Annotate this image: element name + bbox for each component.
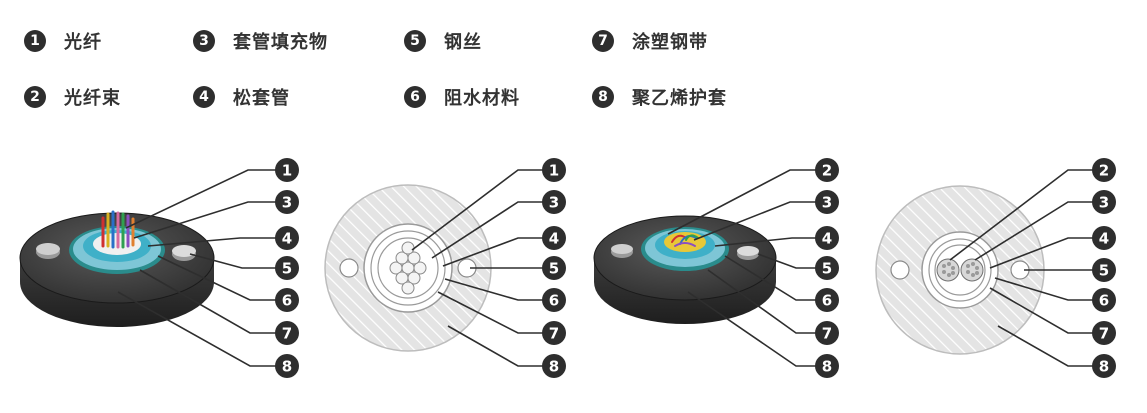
legend-item-steel-wire: 5 钢丝 <box>404 26 482 56</box>
svg-text:4: 4 <box>549 230 559 248</box>
legend-label: 涂塑钢带 <box>632 32 708 53</box>
legend-label: 光纤 <box>64 32 102 53</box>
svg-text:4: 4 <box>282 230 292 248</box>
callout-badge: 7 <box>815 321 839 345</box>
legend-number-badge: 2 <box>24 86 46 108</box>
legend-number-badge: 5 <box>404 30 426 52</box>
svg-text:6: 6 <box>549 292 559 310</box>
svg-text:6: 6 <box>1099 292 1109 310</box>
svg-text:8: 8 <box>1099 358 1109 376</box>
legend-number-badge: 8 <box>592 86 614 108</box>
svg-text:4: 4 <box>1099 230 1109 248</box>
legend-item-tube-filler: 3 套管填充物 <box>193 26 328 56</box>
callout-badge: 2 <box>1092 158 1116 182</box>
callout-badge: 6 <box>542 288 566 312</box>
callouts-2: 1 3 4 5 6 7 8 <box>542 158 566 378</box>
svg-text:1: 1 <box>549 162 559 180</box>
callout-badge: 8 <box>815 354 839 378</box>
callouts-1: 1 3 4 5 6 7 8 <box>275 158 299 378</box>
svg-text:8: 8 <box>549 358 559 376</box>
callout-badge: 3 <box>542 190 566 214</box>
leader-lines-4 <box>949 169 1103 367</box>
callout-badge: 6 <box>815 288 839 312</box>
callout-badge: 5 <box>815 256 839 280</box>
callout-badge: 3 <box>815 190 839 214</box>
callout-badge: 5 <box>275 256 299 280</box>
callout-badge: 4 <box>815 226 839 250</box>
svg-text:8: 8 <box>822 358 832 376</box>
legend-number-badge: 3 <box>193 30 215 52</box>
svg-text:1: 1 <box>282 162 292 180</box>
callout-badge: 5 <box>542 256 566 280</box>
legend-label: 阻水材料 <box>444 88 520 109</box>
legend-label: 光纤束 <box>64 88 121 109</box>
svg-text:7: 7 <box>549 325 559 343</box>
svg-text:3: 3 <box>282 194 292 212</box>
callout-badge: 7 <box>275 321 299 345</box>
svg-text:7: 7 <box>282 325 292 343</box>
callouts-3: 2 3 4 5 6 7 8 <box>815 158 839 378</box>
svg-text:5: 5 <box>822 260 832 278</box>
callout-badge: 8 <box>542 354 566 378</box>
callout-badge: 2 <box>815 158 839 182</box>
leader-lines-1 <box>117 169 286 367</box>
legend-item-fiber-bundle: 2 光纤束 <box>24 82 121 112</box>
callout-badge: 4 <box>542 226 566 250</box>
cable-cross-section-2 <box>875 185 1045 355</box>
callout-badge: 5 <box>1092 258 1116 282</box>
callout-badge: 3 <box>1092 190 1116 214</box>
legend-item-coated-steel-tape: 7 涂塑钢带 <box>592 26 708 56</box>
legend-label: 套管填充物 <box>233 32 328 53</box>
svg-text:5: 5 <box>549 260 559 278</box>
legend-label: 松套管 <box>233 88 290 109</box>
legend: 1 光纤 3 套管填充物 5 钢丝 7 涂塑钢带 2 光纤束 4 松套管 6 阻… <box>0 0 1147 130</box>
svg-text:2: 2 <box>822 162 832 180</box>
callout-badge: 1 <box>275 158 299 182</box>
svg-text:3: 3 <box>1099 194 1109 212</box>
callout-badge: 1 <box>542 158 566 182</box>
svg-text:3: 3 <box>549 194 559 212</box>
legend-item-fiber: 1 光纤 <box>24 26 102 56</box>
legend-label: 钢丝 <box>444 32 482 53</box>
legend-item-pe-sheath: 8 聚乙烯护套 <box>592 82 727 112</box>
callout-badge: 7 <box>1092 321 1116 345</box>
legend-number-badge: 6 <box>404 86 426 108</box>
leader-lines-2 <box>411 169 553 367</box>
callouts-4: 2 3 4 5 6 7 8 <box>1092 158 1116 378</box>
callout-badge: 8 <box>1092 354 1116 378</box>
callout-badge: 4 <box>1092 226 1116 250</box>
svg-text:6: 6 <box>282 292 292 310</box>
svg-text:4: 4 <box>822 230 832 248</box>
svg-text:2: 2 <box>1099 162 1109 180</box>
svg-text:7: 7 <box>1099 325 1109 343</box>
callout-badge: 6 <box>275 288 299 312</box>
callout-badge: 7 <box>542 321 566 345</box>
svg-text:6: 6 <box>822 292 832 310</box>
cable-3d-view-1 <box>19 210 215 327</box>
cable-3d-view-2 <box>593 215 777 324</box>
legend-number-badge: 4 <box>193 86 215 108</box>
legend-number-badge: 1 <box>24 30 46 52</box>
callout-badge: 4 <box>275 226 299 250</box>
legend-label: 聚乙烯护套 <box>632 88 727 109</box>
svg-text:5: 5 <box>282 260 292 278</box>
svg-text:5: 5 <box>1099 262 1109 280</box>
callout-badge: 8 <box>275 354 299 378</box>
legend-item-water-blocking: 6 阻水材料 <box>404 82 520 112</box>
svg-text:8: 8 <box>282 358 292 376</box>
svg-text:3: 3 <box>822 194 832 212</box>
callout-badge: 3 <box>275 190 299 214</box>
svg-text:7: 7 <box>822 325 832 343</box>
legend-number-badge: 7 <box>592 30 614 52</box>
legend-item-loose-tube: 4 松套管 <box>193 82 290 112</box>
callout-badge: 6 <box>1092 288 1116 312</box>
cable-cross-section-1 <box>324 184 492 352</box>
